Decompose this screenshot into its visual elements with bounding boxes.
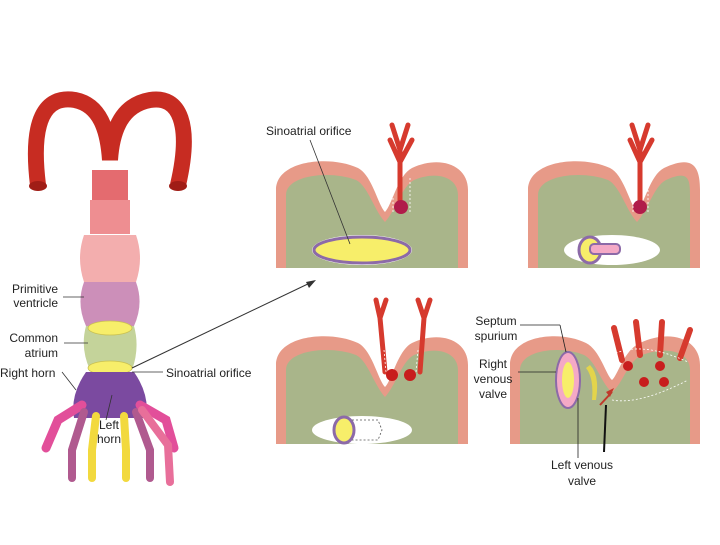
label-primitive-ventricle-line1: Primitive [11,282,58,296]
label-primitive-ventricle-line2: ventricle [13,296,58,310]
sinus-venosus [73,372,147,418]
left-horn-vein-4 [138,406,174,486]
label-sinoatrial-orifice-top: Sinoatrial orifice [266,124,352,138]
right-leader-lines [518,324,579,458]
label-right-venous-valve-line1: Right [478,357,507,371]
label-sinoatrial-orifice-left: Sinoatrial orifice [166,366,252,380]
bulbus-cordis [80,235,140,282]
label-left-horn-line2: horn [96,432,122,446]
chamber-panel-2 [524,122,714,276]
right-arch-end [169,181,187,191]
chamber-panel-3 [272,297,472,452]
truncus-segment-1 [92,170,128,202]
left-venous-valve-pointer [603,404,607,453]
chamber-panel-1 [272,122,472,276]
sinoatrial-top-leader [309,139,351,245]
left-horn-vein-2 [132,408,154,482]
label-right-venous-valve-line3: valve [478,387,507,401]
common-atrium [83,326,137,370]
primitive-ventricle [80,282,140,326]
label-right-venous-valve-line2: venous [473,372,513,386]
label-right-horn: Right horn [0,366,56,380]
truncus-segment-2 [90,200,130,234]
left-horn-vein-1 [120,412,130,482]
aortic-arches [27,91,192,187]
label-left-horn-line1: Left [98,418,119,432]
label-septum-spurium-line2: spurium [474,329,518,343]
label-septum-spurium-line1: Septum [475,314,517,328]
label-common-atrium-line2: atrium [24,346,58,360]
chamber-panel-4 [506,319,706,452]
left-leader-lines [61,296,163,421]
left-horn-vein-3 [135,400,179,453]
label-left-venous-valve-line2: valve [567,474,596,488]
right-horn-vein-2 [68,408,88,482]
connector-arrow [131,280,316,369]
label-left-venous-valve-line1: Left venous [550,458,614,472]
label-common-atrium-line1: Common [9,331,58,345]
atrioventricular-opening [87,320,133,336]
left-arch-end [29,181,47,191]
right-horn-vein-1 [41,400,87,453]
right-horn-vein-3 [88,412,100,482]
heart-tube [27,91,192,486]
